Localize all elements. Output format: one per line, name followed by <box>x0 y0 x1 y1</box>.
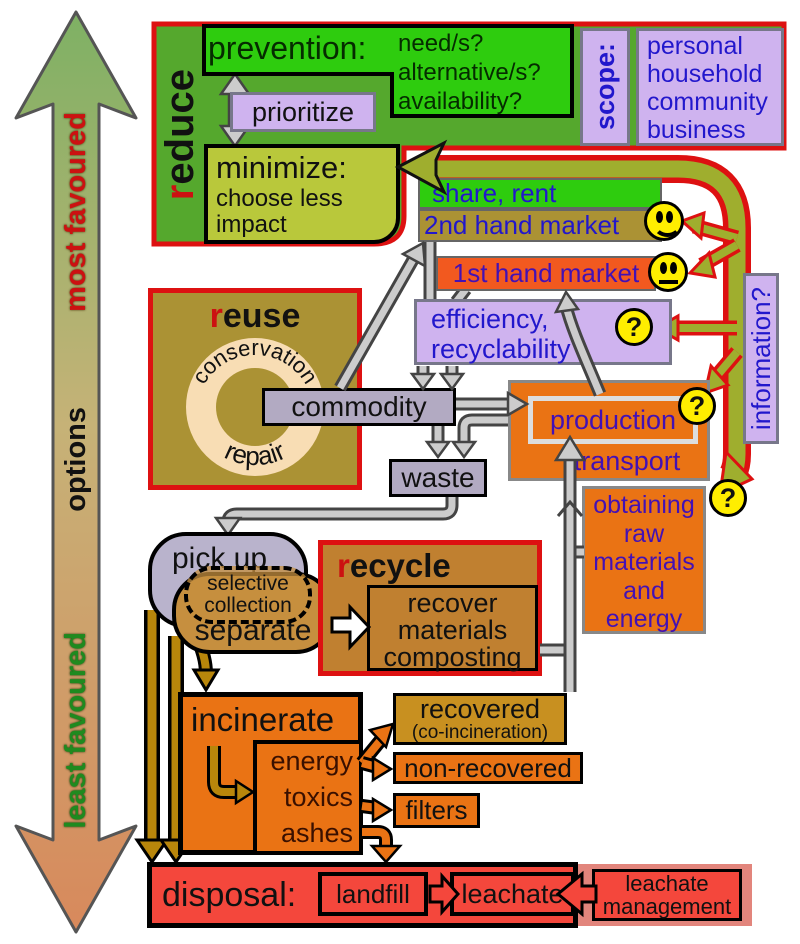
incinerate-output: ashes <box>280 817 353 848</box>
second-hand-market-box: 2nd hand market <box>418 209 662 242</box>
scope-item: personal <box>647 32 743 60</box>
waste-box: waste <box>389 459 487 497</box>
question-mark-icon: ? <box>615 308 653 346</box>
minimize-line: impact <box>216 211 287 238</box>
waste-to-pickup-pipe <box>213 495 459 538</box>
recovered-label: recovered <box>419 694 541 724</box>
energy-to-non-recovered-arrow <box>360 755 394 783</box>
transport-label: transport <box>573 445 681 476</box>
obtaining-line: obtaining <box>593 491 695 519</box>
energy-to-recovered-arrow <box>356 722 395 768</box>
recovered-box: recovered (co-incineration) <box>393 693 567 745</box>
prevention-question: alternative/s? <box>398 59 541 86</box>
selective-line: collection <box>204 594 292 617</box>
eye-icon <box>670 262 677 274</box>
eye-icon <box>660 262 667 274</box>
co-incineration-note: (co-incineration) <box>411 722 549 743</box>
toxics-to-filters-arrow <box>361 796 394 824</box>
landfill-box: landfill <box>318 872 428 916</box>
disposal-title: disposal: <box>162 875 297 914</box>
minimize-line: choose less <box>216 185 343 212</box>
most-favoured-label: most favoured <box>59 112 92 312</box>
commodity-to-waste-arrow <box>424 426 452 460</box>
commodity-box: commodity <box>262 388 456 426</box>
least-favoured-label: least favoured <box>59 632 92 829</box>
reuse-box: reuse conservation repair <box>148 288 362 490</box>
obtaining-line: raw <box>623 519 665 548</box>
recover-line: recover <box>407 588 498 618</box>
info-branch-to-2nd-hand <box>679 210 740 246</box>
selective-line: selective <box>207 572 289 595</box>
scope-items-box: personal household community business <box>636 28 784 146</box>
prevention-question: need/s? <box>398 30 484 57</box>
reuse-title: reuse <box>209 297 301 335</box>
smile-mouth-icon <box>653 212 682 237</box>
leachate-management-box: leachate management <box>592 869 742 921</box>
flat-mouth-icon <box>659 280 678 284</box>
incinerate-title: incinerate <box>191 701 335 738</box>
prevention-question: availability? <box>398 88 523 115</box>
recover-line: composting <box>383 642 522 672</box>
prevention-label: prevention: <box>208 30 367 66</box>
obtaining-line: and <box>623 576 665 605</box>
incinerate-output: toxics <box>283 781 353 812</box>
non-recovered-box: non-recovered <box>393 752 583 784</box>
prevention-questions: need/s? alternative/s? availability? <box>398 29 570 117</box>
question-mark-icon: ? <box>678 387 716 425</box>
production-to-waste-arrow <box>450 413 508 460</box>
scope-item: business <box>647 116 746 144</box>
reduce-title: reduce <box>157 69 202 201</box>
prioritize-box: prioritize <box>230 92 376 132</box>
scope-item: household <box>647 60 763 88</box>
question-mark-icon: ? <box>709 479 747 517</box>
recover-line: materials <box>397 615 508 645</box>
management-line: leachate <box>625 871 709 896</box>
recycle-title: recycle <box>337 547 451 584</box>
management-line: management <box>602 894 732 919</box>
incinerate-outputs-box: energy toxics ashes <box>253 740 363 855</box>
ashes-to-disposal-arrow <box>362 825 403 864</box>
happy-face-icon <box>644 201 684 241</box>
minimize-box: minimize: choose less impact <box>204 144 400 244</box>
scope-box: scope: <box>580 28 630 146</box>
selective-collection-blob: selective collection <box>184 566 312 624</box>
information-box: information? <box>743 273 779 444</box>
options-label: options <box>59 407 92 512</box>
pickup-to-disposal-arrow <box>134 610 170 865</box>
info-branch-to-1st-hand <box>686 238 741 279</box>
incinerate-output: energy <box>270 746 353 777</box>
recover-materials-box: recover materials composting <box>367 585 538 671</box>
minimize-title: minimize: <box>216 150 347 185</box>
efficiency-to-commodity-arrows <box>409 366 466 392</box>
obtaining-line: energy <box>605 605 683 633</box>
ring-bottom-text: repair <box>221 435 290 471</box>
scope-item: community <box>647 88 768 116</box>
production-box: production <box>528 396 698 444</box>
svg-text:repair: repair <box>221 435 290 471</box>
obtaining-line: materials <box>593 548 695 576</box>
obtaining-raw-materials-box: obtaining raw materials and energy <box>582 486 706 634</box>
neutral-face-icon <box>648 252 688 292</box>
first-hand-market-box: 1st hand market <box>436 256 656 291</box>
leachate-box: leachate <box>450 872 575 916</box>
filters-box: filters <box>393 793 480 828</box>
share-rent-box: share, rent <box>418 178 662 209</box>
